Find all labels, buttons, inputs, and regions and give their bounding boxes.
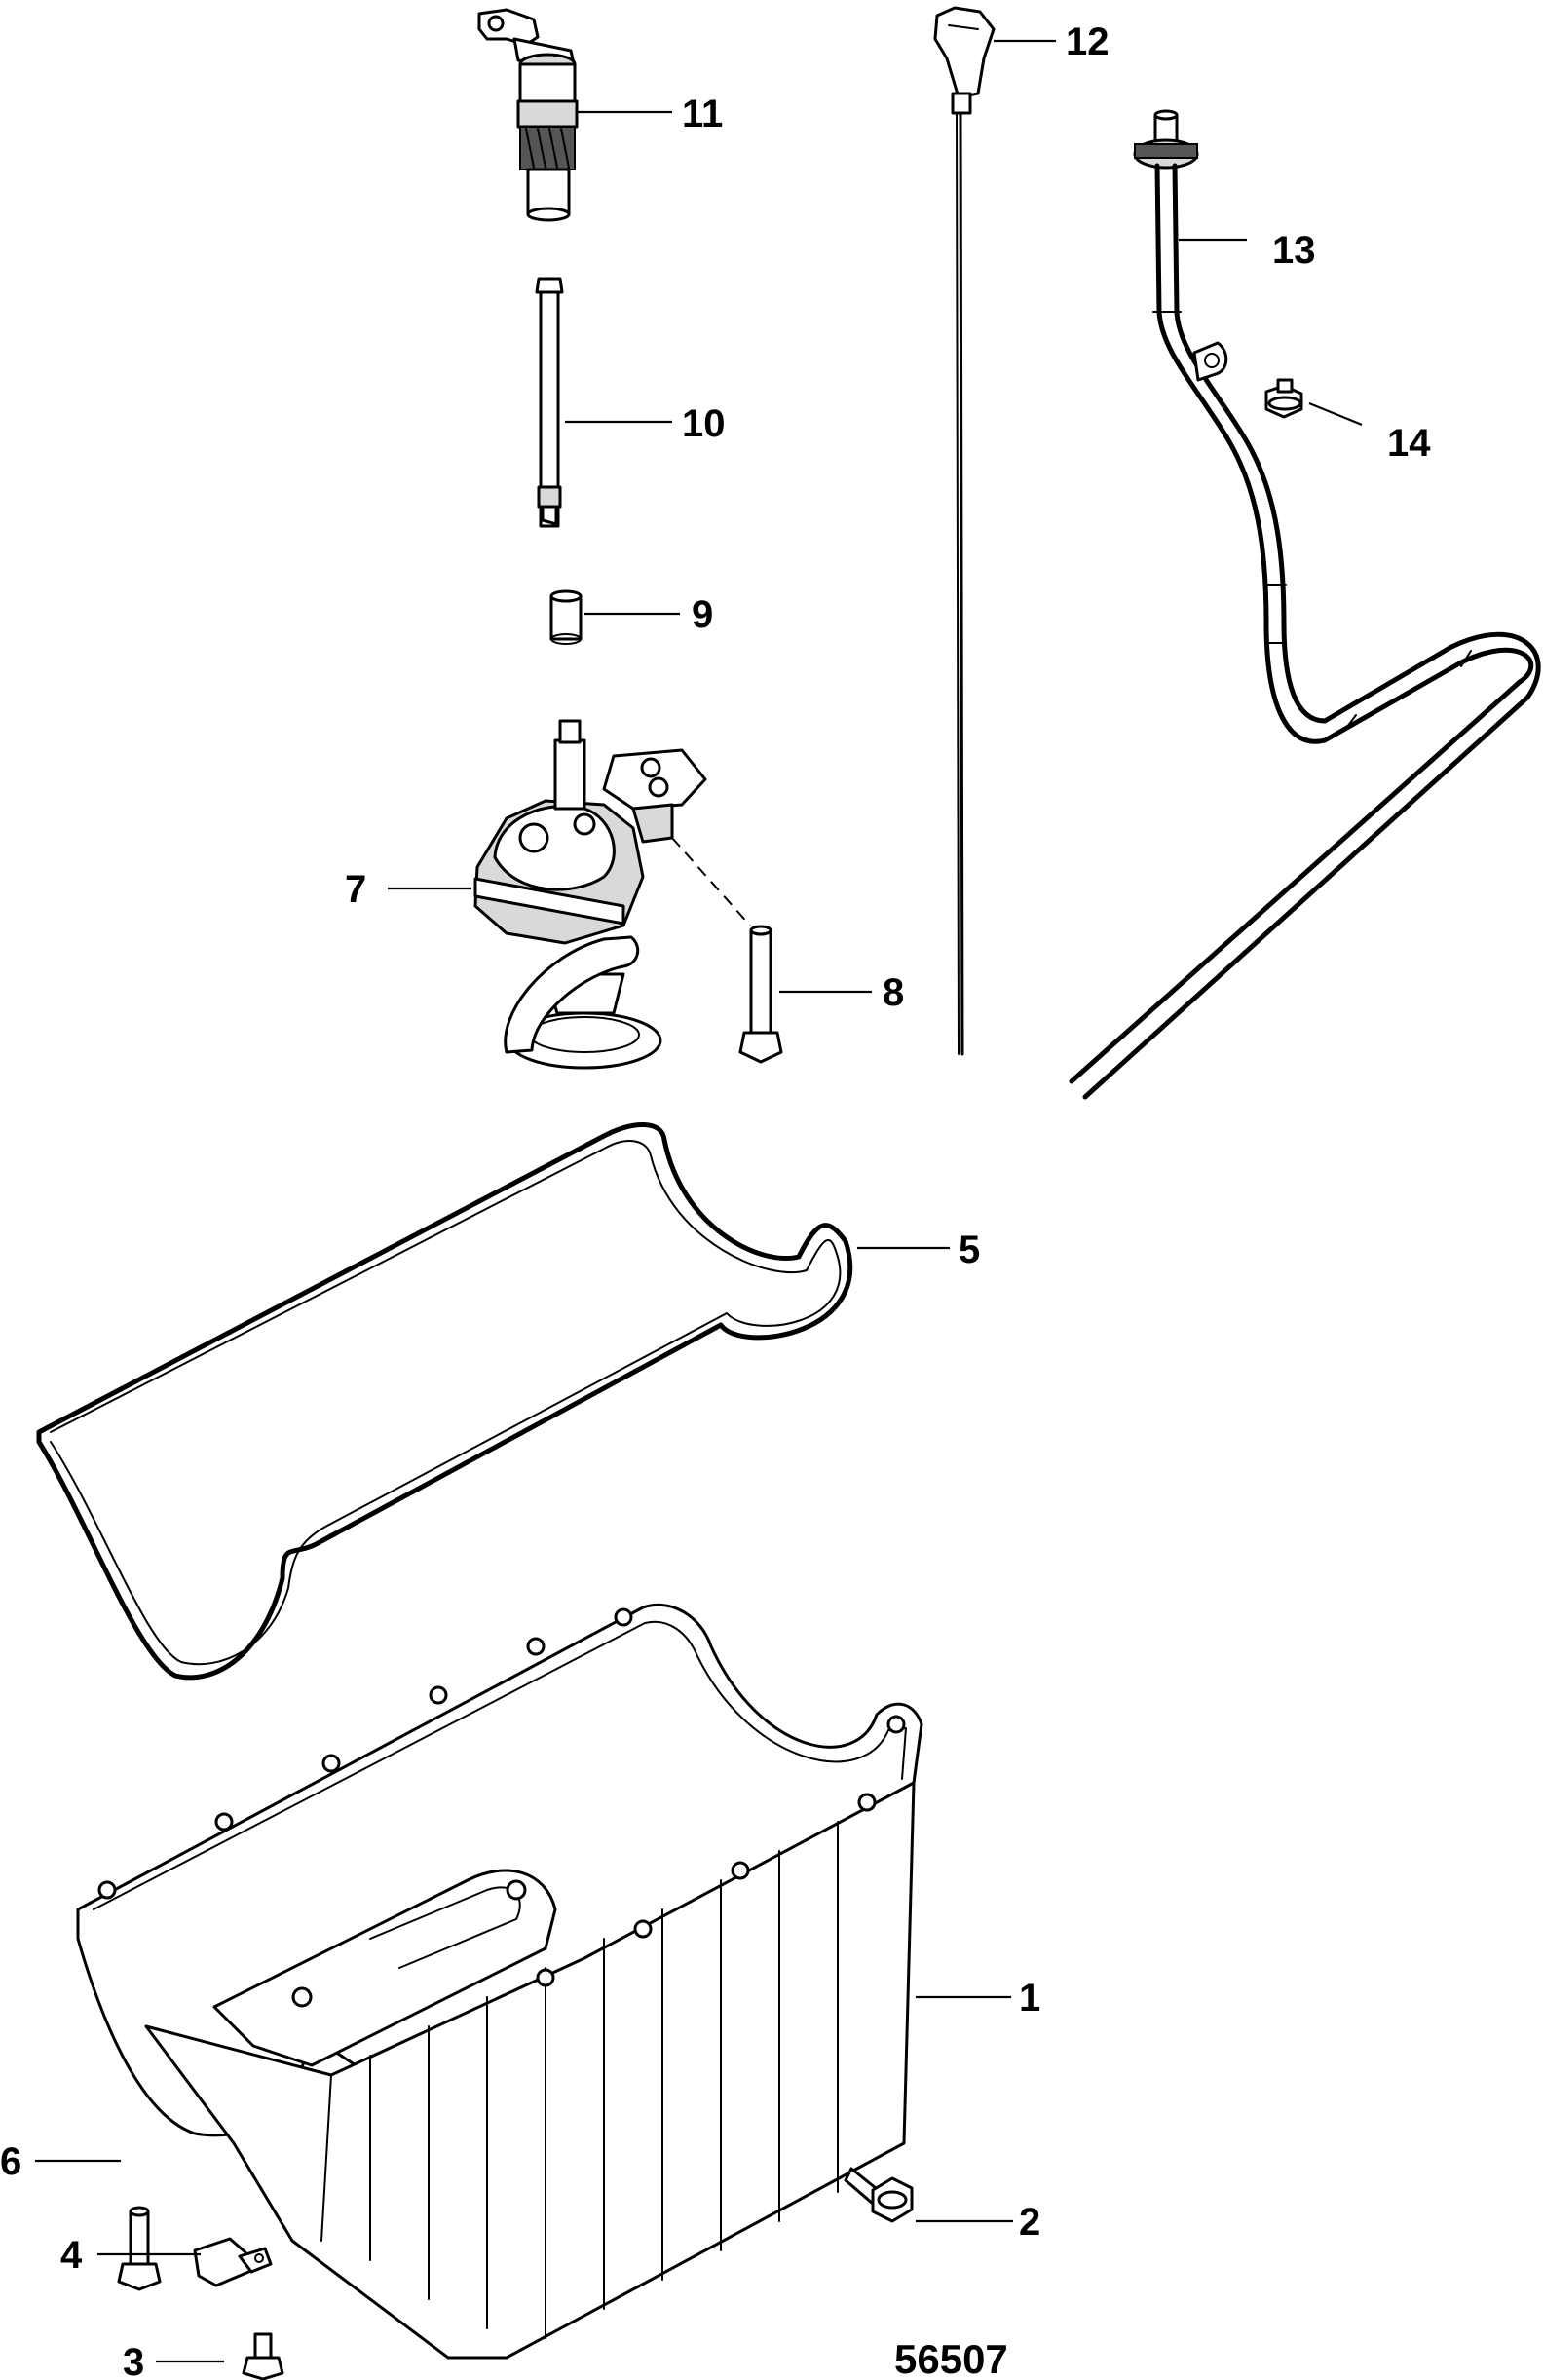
part-oil-pump	[473, 719, 751, 1070]
callout-7: 7	[345, 868, 366, 911]
callout-12: 12	[1066, 20, 1110, 63]
callout-10: 10	[682, 402, 726, 445]
callout-6: 6	[0, 2140, 21, 2183]
leader-lines	[35, 39, 1363, 2363]
part-stud-3	[242, 2332, 284, 2380]
callout-4: 4	[60, 2234, 83, 2277]
part-oil-pan	[76, 1603, 923, 2360]
part-screw-2	[844, 2167, 914, 2223]
callout-8: 8	[883, 971, 904, 1014]
callout-labels: 1 2 3 4 5 6 7 8 9 10 11 12 13 14 56507	[0, 20, 1431, 2380]
part-drive	[477, 8, 579, 222]
callout-1: 1	[1019, 1977, 1040, 2020]
callout-5: 5	[959, 1228, 980, 1271]
part-shaft	[535, 277, 564, 528]
callout-11: 11	[682, 93, 723, 135]
part-bushing	[549, 589, 583, 645]
part-bolt	[738, 925, 783, 1064]
callout-9: 9	[692, 593, 713, 636]
part-screw-14	[1264, 378, 1303, 419]
callout-13: 13	[1272, 229, 1316, 272]
document-number: 56507	[894, 2336, 1008, 2380]
part-clip	[193, 2237, 273, 2287]
callout-2: 2	[1019, 2201, 1040, 2244]
callout-14: 14	[1387, 422, 1431, 465]
callout-3: 3	[123, 2341, 144, 2380]
part-stud-6	[117, 2206, 162, 2291]
part-gasket	[36, 1122, 853, 1681]
part-dipstick	[933, 6, 996, 1056]
part-dipstick-tube	[1069, 109, 1541, 1100]
